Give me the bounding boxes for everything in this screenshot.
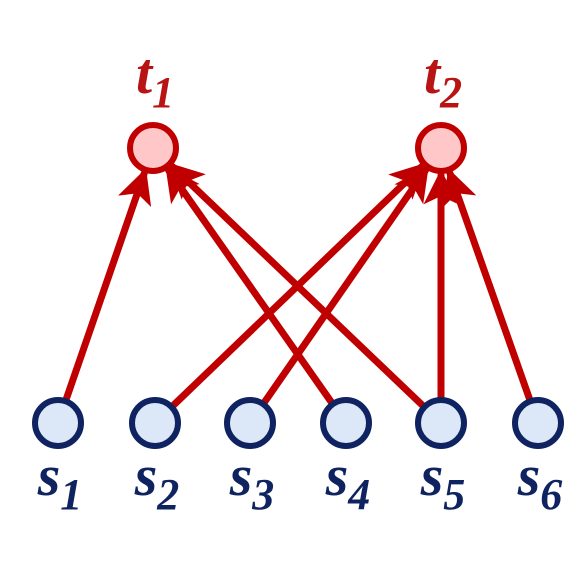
node-t2-label-base: t [424,41,442,106]
node-s1-label-sub: 1 [60,470,82,519]
node-t1-circle [127,122,179,174]
node-s6-label: s6 [517,443,563,519]
edge-s2-to-t2 [166,162,426,412]
node-s3-label: s3 [229,443,275,519]
node-s4-label-base: s [325,443,349,508]
node-s1: s1 [32,397,84,519]
node-s4: s4 [320,397,372,519]
node-s5-label-base: s [420,443,444,508]
node-s4-label-sub: 4 [347,470,370,519]
node-t2-label-sub: 2 [439,68,462,117]
node-s2-label-base: s [134,443,158,508]
node-t1-label-base: t [136,41,154,106]
edge-s4-to-t1 [165,165,338,410]
edge-s3-to-t2 [258,165,430,410]
edge-s1-to-t1 [61,168,152,407]
node-s1-circle [32,397,84,449]
node-s3-label-base: s [229,443,253,508]
node-s5-circle [415,397,467,449]
node-t1-label-sub: 1 [152,68,174,117]
node-s1-label-base: s [37,443,61,508]
node-t1-label: t1 [136,41,174,117]
node-t2-circle [415,122,467,174]
node-s1-label: s1 [37,443,83,519]
node-s4-label: s4 [325,443,371,519]
node-s5-label: s5 [420,443,466,519]
node-t2: t2 [415,41,467,174]
node-s5: s5 [415,397,467,519]
node-s3-circle [224,397,276,449]
node-s2-label: s2 [134,443,180,519]
edges-group [61,162,535,412]
node-s2-circle [129,397,181,449]
edge-s6-to-t2 [443,168,535,407]
node-s6-label-base: s [517,443,541,508]
node-t2-label: t2 [424,41,462,117]
node-s3-label-sub: 3 [251,470,274,519]
node-s6-label-sub: 6 [540,470,562,519]
node-s4-circle [320,397,372,449]
node-s2: s2 [129,397,181,519]
node-s3: s3 [224,397,276,519]
node-s6: s6 [512,397,564,519]
node-s6-circle [512,397,564,449]
node-s2-label-sub: 2 [156,470,179,519]
node-t1: t1 [127,41,179,174]
node-s5-label-sub: 5 [443,470,465,519]
